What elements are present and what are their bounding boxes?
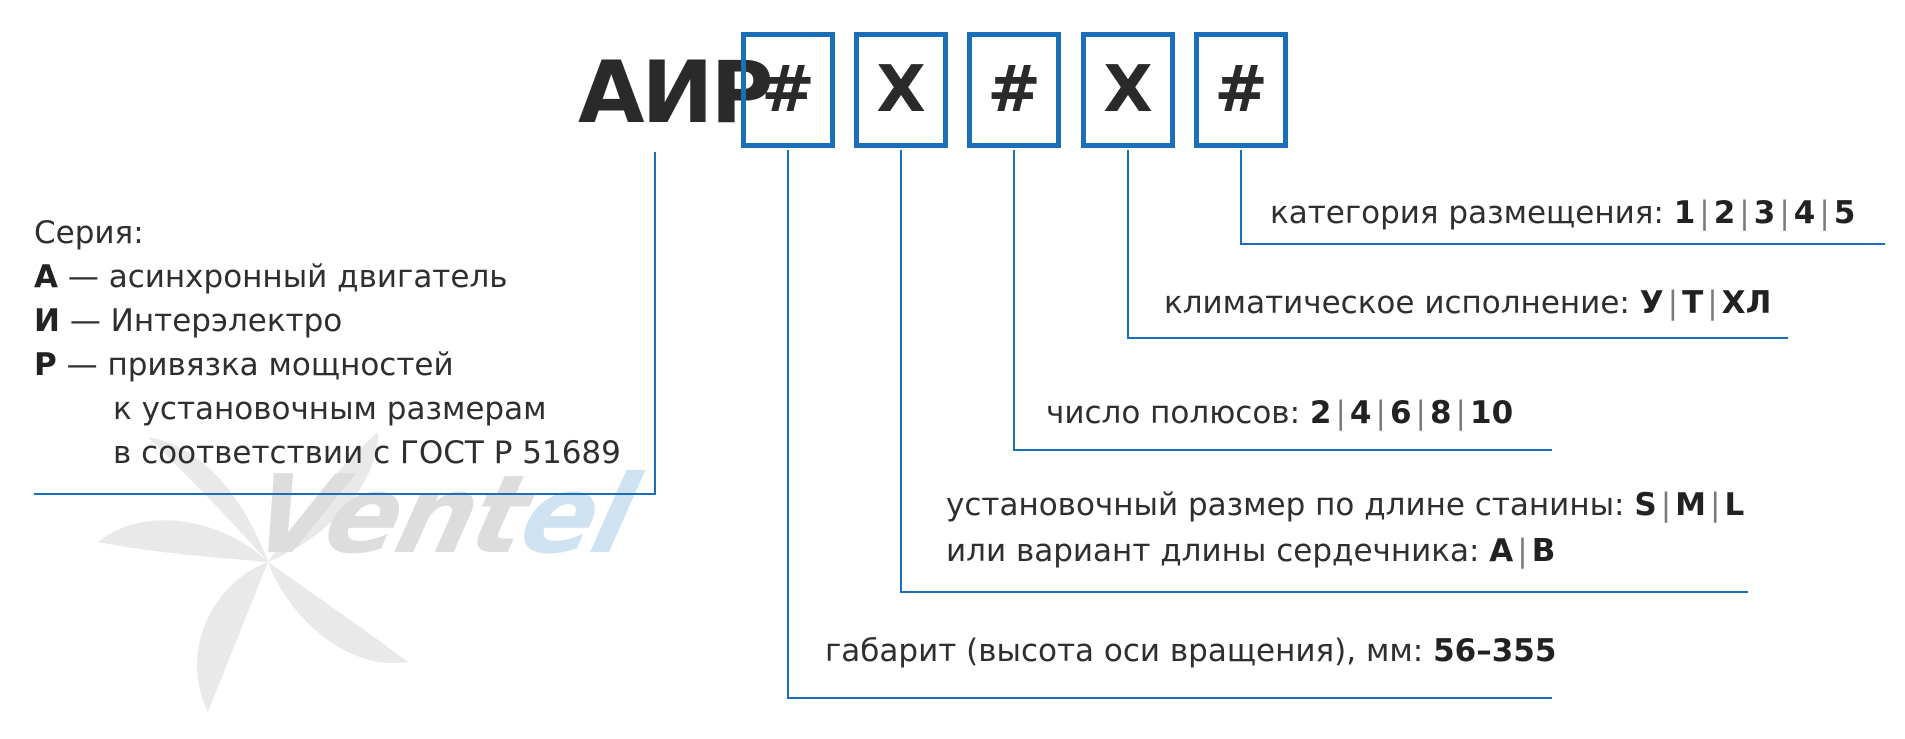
code-box-climate: X <box>1081 32 1175 148</box>
series-prefix: АИР <box>578 43 774 143</box>
callout-placement: категория размещения: 1|2|3|4|5 <box>1270 195 1856 231</box>
callout-climate: климатическое исполнение: У|Т|ХЛ <box>1164 285 1772 321</box>
callout-poles: число полюсов: 2|4|6|8|10 <box>1046 395 1514 431</box>
legend-item: И — Интерэлектро <box>34 303 343 339</box>
code-box-length: X <box>854 32 948 148</box>
code-box-frame-size: # <box>741 32 835 148</box>
legend-item: А — асинхронный двигатель <box>34 259 508 295</box>
legend-item: Р — привязка мощностей <box>34 347 454 383</box>
line-poles <box>1013 150 1552 451</box>
line-frame-size <box>787 150 1552 699</box>
legend-continuation: к установочным размерам <box>113 391 547 427</box>
legend-continuation: в соответствии с ГОСТ Р 51689 <box>113 435 621 471</box>
code-box-placement: # <box>1194 32 1288 148</box>
code-box-poles: # <box>967 32 1061 148</box>
line-length <box>900 150 1748 593</box>
line-placement <box>1240 150 1885 245</box>
legend-title: Серия: <box>34 215 144 251</box>
callout-core-length: или вариант длины сердечника: A|B <box>946 533 1556 569</box>
callout-frame-length: установочный размер по длине станины: S|… <box>946 487 1745 523</box>
callout-frame-size: габарит (высота оси вращения), мм: 56–35… <box>825 633 1557 669</box>
line-series <box>34 152 656 495</box>
line-climate <box>1127 150 1788 339</box>
